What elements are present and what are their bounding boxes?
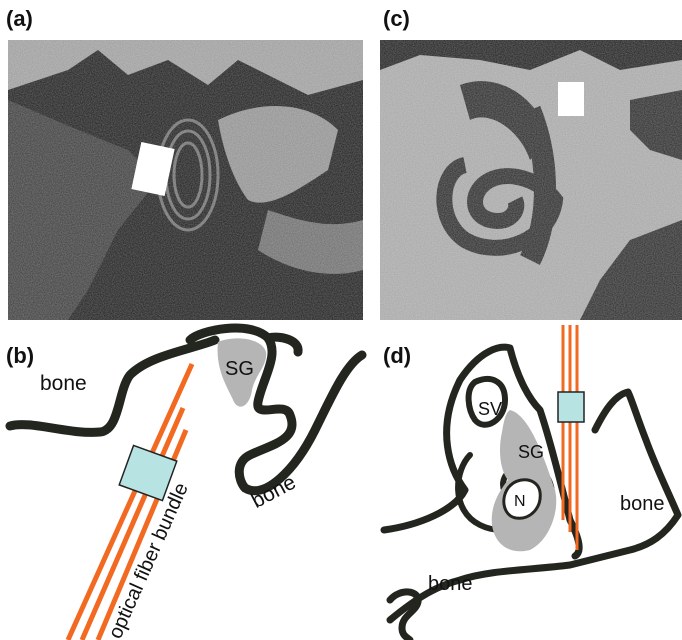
bone-outline-right xyxy=(190,328,362,491)
label-sv: SV xyxy=(478,399,502,419)
ct-image-c xyxy=(380,40,682,320)
optical-fiber-bundle xyxy=(563,325,577,550)
fiber-block xyxy=(558,392,584,422)
panel-label-c: (c) xyxy=(383,8,410,30)
panel-label-a: (a) xyxy=(6,8,33,30)
label-bone-right: bone xyxy=(248,471,300,513)
label-bone-right: bone xyxy=(620,493,665,515)
label-sg: SG xyxy=(225,358,254,380)
ct-image-a xyxy=(8,40,363,320)
label-bone-left: bone xyxy=(40,372,87,395)
diagram-d: SV SG N bone bone xyxy=(380,320,682,640)
label-n: N xyxy=(514,493,526,510)
diagram-b: bone bone SG optical fiber bundle xyxy=(0,320,370,640)
label-bone-bottom: bone xyxy=(428,573,473,595)
label-sg: SG xyxy=(518,442,544,462)
